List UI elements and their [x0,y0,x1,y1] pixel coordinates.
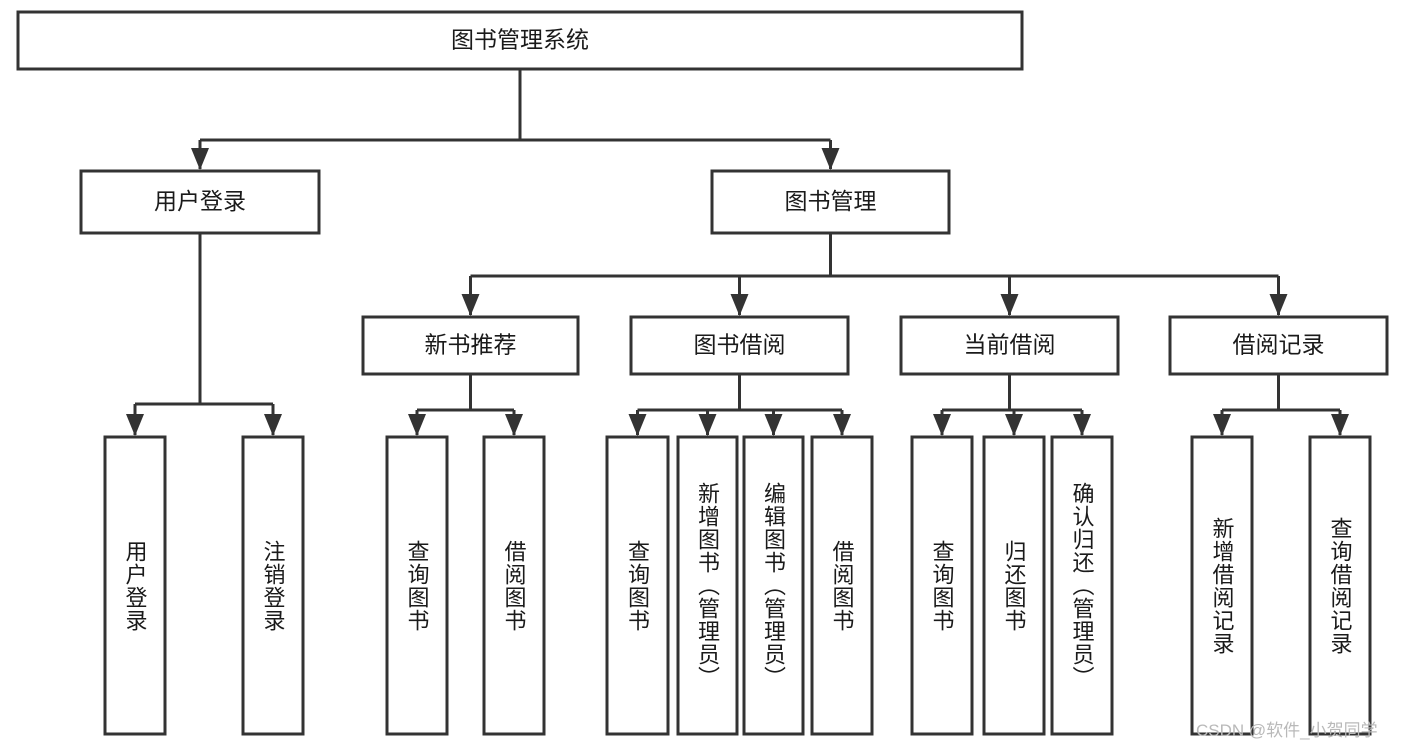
node-box-book-management[interactable] [710,169,951,235]
node-box-leaf-query-book-current[interactable] [910,435,974,736]
node-label-new-book-recommend: 新书推荐 [425,332,517,358]
arrow-head-icon-leaf-add-borrow-record [1213,414,1231,436]
arrow-head-icon-leaf-confirm-return [1073,414,1091,436]
node-box-leaf-query-borrow-record[interactable] [1308,435,1372,736]
node-box-leaf-confirm-return[interactable] [1050,435,1114,736]
node-box-leaf-add-borrow-record[interactable] [1190,435,1254,736]
arrow-head-icon-leaf-borrow-book [833,414,851,436]
node-box-book-borrow[interactable] [629,315,850,376]
node-label-current-borrow: 当前借阅 [964,332,1056,358]
arrow-head-icon-book-management [821,148,840,170]
boxes-layer [16,10,1389,736]
arrow-head-icon-leaf-user-login [126,414,144,436]
node-box-borrow-record[interactable] [1168,315,1389,376]
arrow-head-icon-leaf-query-book-borrow [628,414,647,436]
node-box-leaf-borrow-book-recommend[interactable] [482,435,546,736]
node-label-user-login: 用户登录 [154,188,246,214]
arrow-head-icon-leaf-logout-login [264,414,282,436]
node-box-new-book-recommend[interactable] [361,315,580,376]
arrow-head-icon-leaf-return-book [1005,414,1023,436]
node-box-root[interactable] [16,10,1024,71]
node-label-book-borrow: 图书借阅 [694,332,786,358]
arrow-head-icon-borrow-record [1269,294,1288,316]
node-box-leaf-query-book-borrow[interactable] [605,435,670,736]
node-label-root: 图书管理系统 [451,27,589,53]
node-label-book-management: 图书管理 [785,188,877,214]
arrow-head-icon-leaf-query-borrow-record [1331,414,1349,436]
arrow-head-icon-current-borrow [1000,294,1019,316]
node-box-leaf-return-book[interactable] [982,435,1046,736]
node-label-borrow-record: 借阅记录 [1233,332,1325,358]
node-box-leaf-query-book-recommend[interactable] [385,435,449,736]
arrow-head-icon-new-book-recommend [461,294,480,316]
arrow-head-icon-leaf-query-book-recommend [408,414,426,436]
node-box-current-borrow[interactable] [899,315,1120,376]
arrow-head-icon-user-login [191,148,209,170]
arrow-head-icon-leaf-borrow-book-recommend [505,414,523,436]
node-box-leaf-borrow-book[interactable] [810,435,874,736]
node-box-leaf-edit-book[interactable] [742,435,805,736]
node-box-leaf-add-book[interactable] [676,435,739,736]
connectors-layer [126,69,1349,436]
node-box-leaf-user-login[interactable] [103,435,167,736]
watermark-text: CSDN @软件_小贺同学 [1196,721,1378,740]
node-box-user-login[interactable] [79,169,321,235]
node-box-leaf-logout-login[interactable] [241,435,305,736]
arrow-head-icon-book-borrow [730,294,749,316]
arrow-head-icon-leaf-add-book [698,414,717,436]
arrow-head-icon-leaf-query-book-current [933,414,951,436]
arrow-head-icon-leaf-edit-book [764,414,783,436]
